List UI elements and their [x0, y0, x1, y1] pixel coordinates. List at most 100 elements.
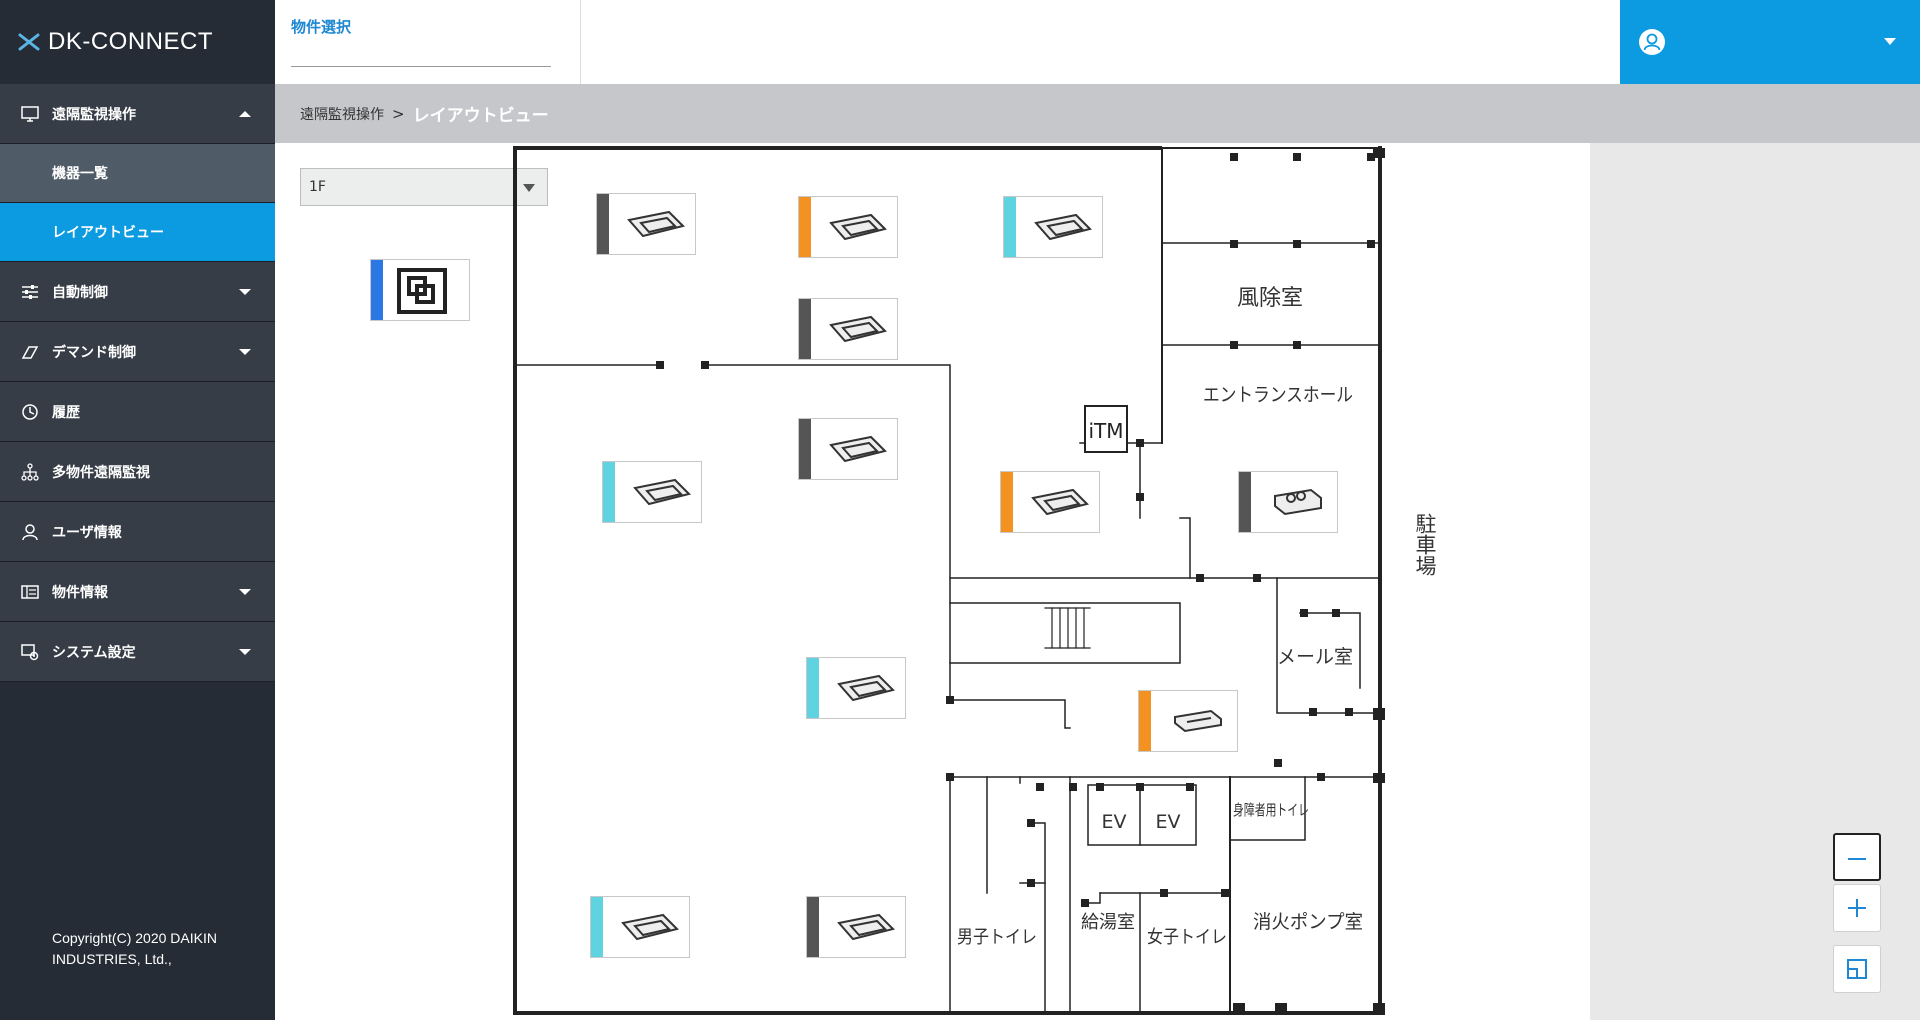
sidebar-item-label: システム設定 [52, 644, 136, 661]
floor-plan: iTM 風除室 エントランスホール 駐車場 メール室 EV EV 身障者用トイレ… [513, 146, 1437, 1015]
status-indicator [807, 897, 819, 957]
chevron-down-icon [239, 588, 251, 595]
room-label-accessible-toilet: 身障者用トイレ [1233, 801, 1309, 819]
zoom-in-button[interactable] [1833, 884, 1881, 932]
indoor-unit[interactable] [806, 896, 906, 958]
room-label-mail-room: メール室 [1277, 646, 1353, 668]
indoor-unit[interactable] [798, 298, 898, 360]
cassette-unit-icon [837, 913, 895, 941]
status-indicator [371, 260, 383, 320]
app-logo: DK-CONNECT [0, 0, 275, 84]
room-label-wind-room: 風除室 [1237, 286, 1303, 311]
breadcrumb-separator: > [392, 104, 405, 123]
status-indicator [799, 299, 811, 359]
sidebar-item-remote-monitoring[interactable]: 遠隔監視操作 [0, 84, 275, 144]
status-indicator [1004, 197, 1016, 257]
sidebar-item-layout-view[interactable]: レイアウトビュー [0, 203, 275, 262]
system-settings-icon [20, 642, 40, 662]
status-indicator [591, 897, 603, 957]
cassette-unit-icon [837, 674, 895, 702]
zoom-out-button[interactable] [1833, 833, 1881, 881]
sidebar-item-label: 履歴 [52, 404, 80, 421]
chevron-down-icon[interactable] [1884, 38, 1896, 45]
cassette-unit-icon [627, 210, 685, 238]
demand-icon [20, 342, 40, 362]
sidebar-item-label: 物件情報 [52, 584, 108, 601]
controller-icon [397, 268, 447, 314]
sidebar-item-label: 多物件遠隔監視 [52, 464, 150, 481]
floor-select-value: 1F [309, 179, 326, 195]
indoor-unit[interactable] [798, 196, 898, 258]
user-menu[interactable] [1620, 0, 1920, 84]
status-indicator [1139, 691, 1151, 751]
minus-icon [1848, 858, 1866, 860]
cassette-unit-icon [1034, 213, 1092, 241]
cassette-unit-icon [621, 913, 679, 941]
room-label-womens-toilet: 女子トイレ [1147, 927, 1227, 948]
cassette-unit-icon [829, 213, 887, 241]
indoor-unit[interactable] [1000, 471, 1100, 533]
room-label-ev-2: EV [1155, 811, 1180, 833]
sidebar-item-label: レイアウトビュー [52, 225, 164, 241]
indoor-unit[interactable] [596, 193, 696, 255]
sidebar-item-multi-property[interactable]: 多物件遠隔監視 [0, 442, 275, 502]
duct-unit-icon [1174, 709, 1222, 733]
status-indicator [1001, 472, 1013, 532]
room-label-kitchenette: 給湯室 [1081, 912, 1135, 933]
breadcrumb-parent[interactable]: 遠隔監視操作 [300, 106, 384, 123]
breadcrumb-current: レイアウトビュー [412, 106, 549, 126]
plus-icon [1848, 899, 1866, 917]
property-select-label: 物件選択 [291, 18, 352, 36]
status-indicator [1239, 472, 1251, 532]
sidebar-item-property-info[interactable]: 物件情報 [0, 562, 275, 622]
indoor-unit[interactable] [602, 461, 702, 523]
sliders-icon [20, 282, 40, 302]
sidebar: DK-CONNECT 遠隔監視操作 機器一覧 レイアウトビュー 自動制御 デマン… [0, 0, 275, 1020]
indoor-unit[interactable] [590, 896, 690, 958]
sidebar-item-user-info[interactable]: ユーザ情報 [0, 502, 275, 562]
sidebar-item-device-list[interactable]: 機器一覧 [0, 144, 275, 203]
monitor-icon [20, 104, 40, 124]
property-select[interactable]: 物件選択 [275, 0, 581, 84]
status-indicator [799, 419, 811, 479]
cassette-unit-icon [829, 435, 887, 463]
status-indicator [603, 462, 615, 522]
sidebar-item-label: デマンド制御 [52, 344, 136, 361]
room-label-ev-1: EV [1101, 811, 1126, 833]
chevron-down-icon [239, 288, 251, 295]
hierarchy-icon [20, 462, 40, 482]
sidebar-item-label: 機器一覧 [52, 166, 108, 182]
indoor-unit[interactable] [798, 418, 898, 480]
room-label-fire-pump-room: 消火ポンプ室 [1253, 911, 1363, 933]
sidebar-item-demand-control[interactable]: デマンド制御 [0, 322, 275, 382]
sidebar-item-system-settings[interactable]: システム設定 [0, 622, 275, 682]
room-label-mens-toilet: 男子トイレ [957, 927, 1037, 948]
indoor-unit[interactable] [1003, 196, 1103, 258]
logo-mark-icon [18, 33, 40, 51]
sidebar-item-label: 遠隔監視操作 [52, 106, 136, 123]
controller-device[interactable] [370, 259, 470, 321]
copyright-text: Copyright(C) 2020 DAIKIN INDUSTRIES, Ltd… [52, 930, 217, 967]
building-info-icon [20, 582, 40, 602]
itm-label: iTM [1088, 419, 1123, 443]
room-label-parking: 駐車場 [1413, 513, 1437, 576]
user-icon [20, 522, 40, 542]
app-name: DK-CONNECT [48, 28, 213, 55]
sidebar-item-label: ユーザ情報 [52, 524, 122, 541]
history-icon [20, 402, 40, 422]
cassette-unit-icon [1031, 488, 1089, 516]
status-indicator [799, 197, 811, 257]
floor-select[interactable]: 1F [300, 168, 548, 206]
user-avatar-icon [1639, 29, 1665, 55]
indoor-unit-duct[interactable] [1138, 690, 1238, 752]
cassette-unit-icon [633, 478, 691, 506]
status-indicator [807, 658, 819, 718]
sidebar-item-auto-control[interactable]: 自動制御 [0, 262, 275, 322]
fit-to-screen-button[interactable] [1833, 945, 1881, 993]
duct-unit-icon [1274, 488, 1322, 516]
indoor-unit-duct[interactable] [1238, 471, 1338, 533]
fit-screen-icon [1847, 959, 1867, 979]
property-select-underline [291, 66, 551, 67]
sidebar-item-history[interactable]: 履歴 [0, 382, 275, 442]
indoor-unit[interactable] [806, 657, 906, 719]
